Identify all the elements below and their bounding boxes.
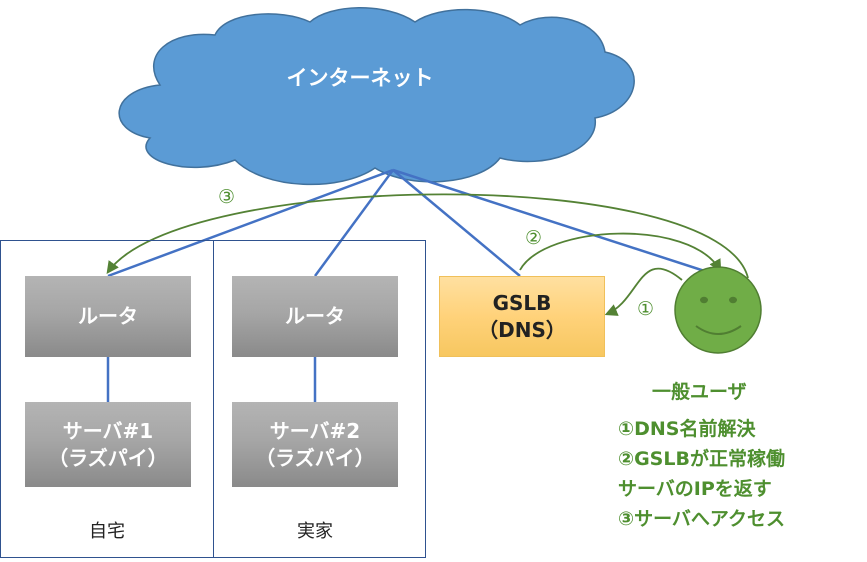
arrow-mark-3: ③ [218,186,236,208]
arrow-step-3 [106,193,749,279]
link-internet-home-router [107,168,394,278]
flow-arrows [106,193,749,316]
arrow-step-2 [519,232,722,273]
home-server-type: （ラズパイ） [48,445,168,470]
user-step-1: ①DNS名前解決 [618,418,756,440]
user-step-2-cont: サーバのIPを返す [618,478,772,500]
user-step-3: ③サーバへアクセス [618,508,785,530]
link-internet-parents-router [313,169,395,277]
link-internet-user [392,168,721,278]
parents-server-name: サーバ#2 [269,418,361,443]
parents-home-label: 実家 [297,521,333,542]
parents-server: サーバ#2 （ラズパイ） [232,402,398,487]
link-internet-gslb [392,169,521,277]
parents-home-region [213,240,426,558]
gslb-dns-label: （DNS） [478,317,566,342]
home-router-label: ルータ [78,304,138,328]
user-smiley-icon [674,266,762,354]
home-server-name: サーバ#1 [62,418,154,443]
gslb-label: GSLB [492,290,552,315]
parents-router: ルータ [232,276,398,357]
network-links [106,168,721,402]
user-label: 一般ユーザ [652,381,747,403]
internet-cloud [118,7,635,186]
arrow-step-1 [604,267,683,316]
arrow-mark-1: ① [637,298,655,320]
home-server: サーバ#1 （ラズパイ） [25,402,191,487]
home-label: 自宅 [89,521,125,542]
parents-server-type: （ラズパイ） [255,445,375,470]
arrow-mark-2: ② [525,227,543,249]
gslb-dns-box: GSLB （DNS） [439,276,605,357]
parents-router-label: ルータ [285,304,345,328]
user-step-2: ②GSLBが正常稼働 [618,448,785,470]
internet-label: インターネット [286,66,434,90]
home-router: ルータ [25,276,191,357]
